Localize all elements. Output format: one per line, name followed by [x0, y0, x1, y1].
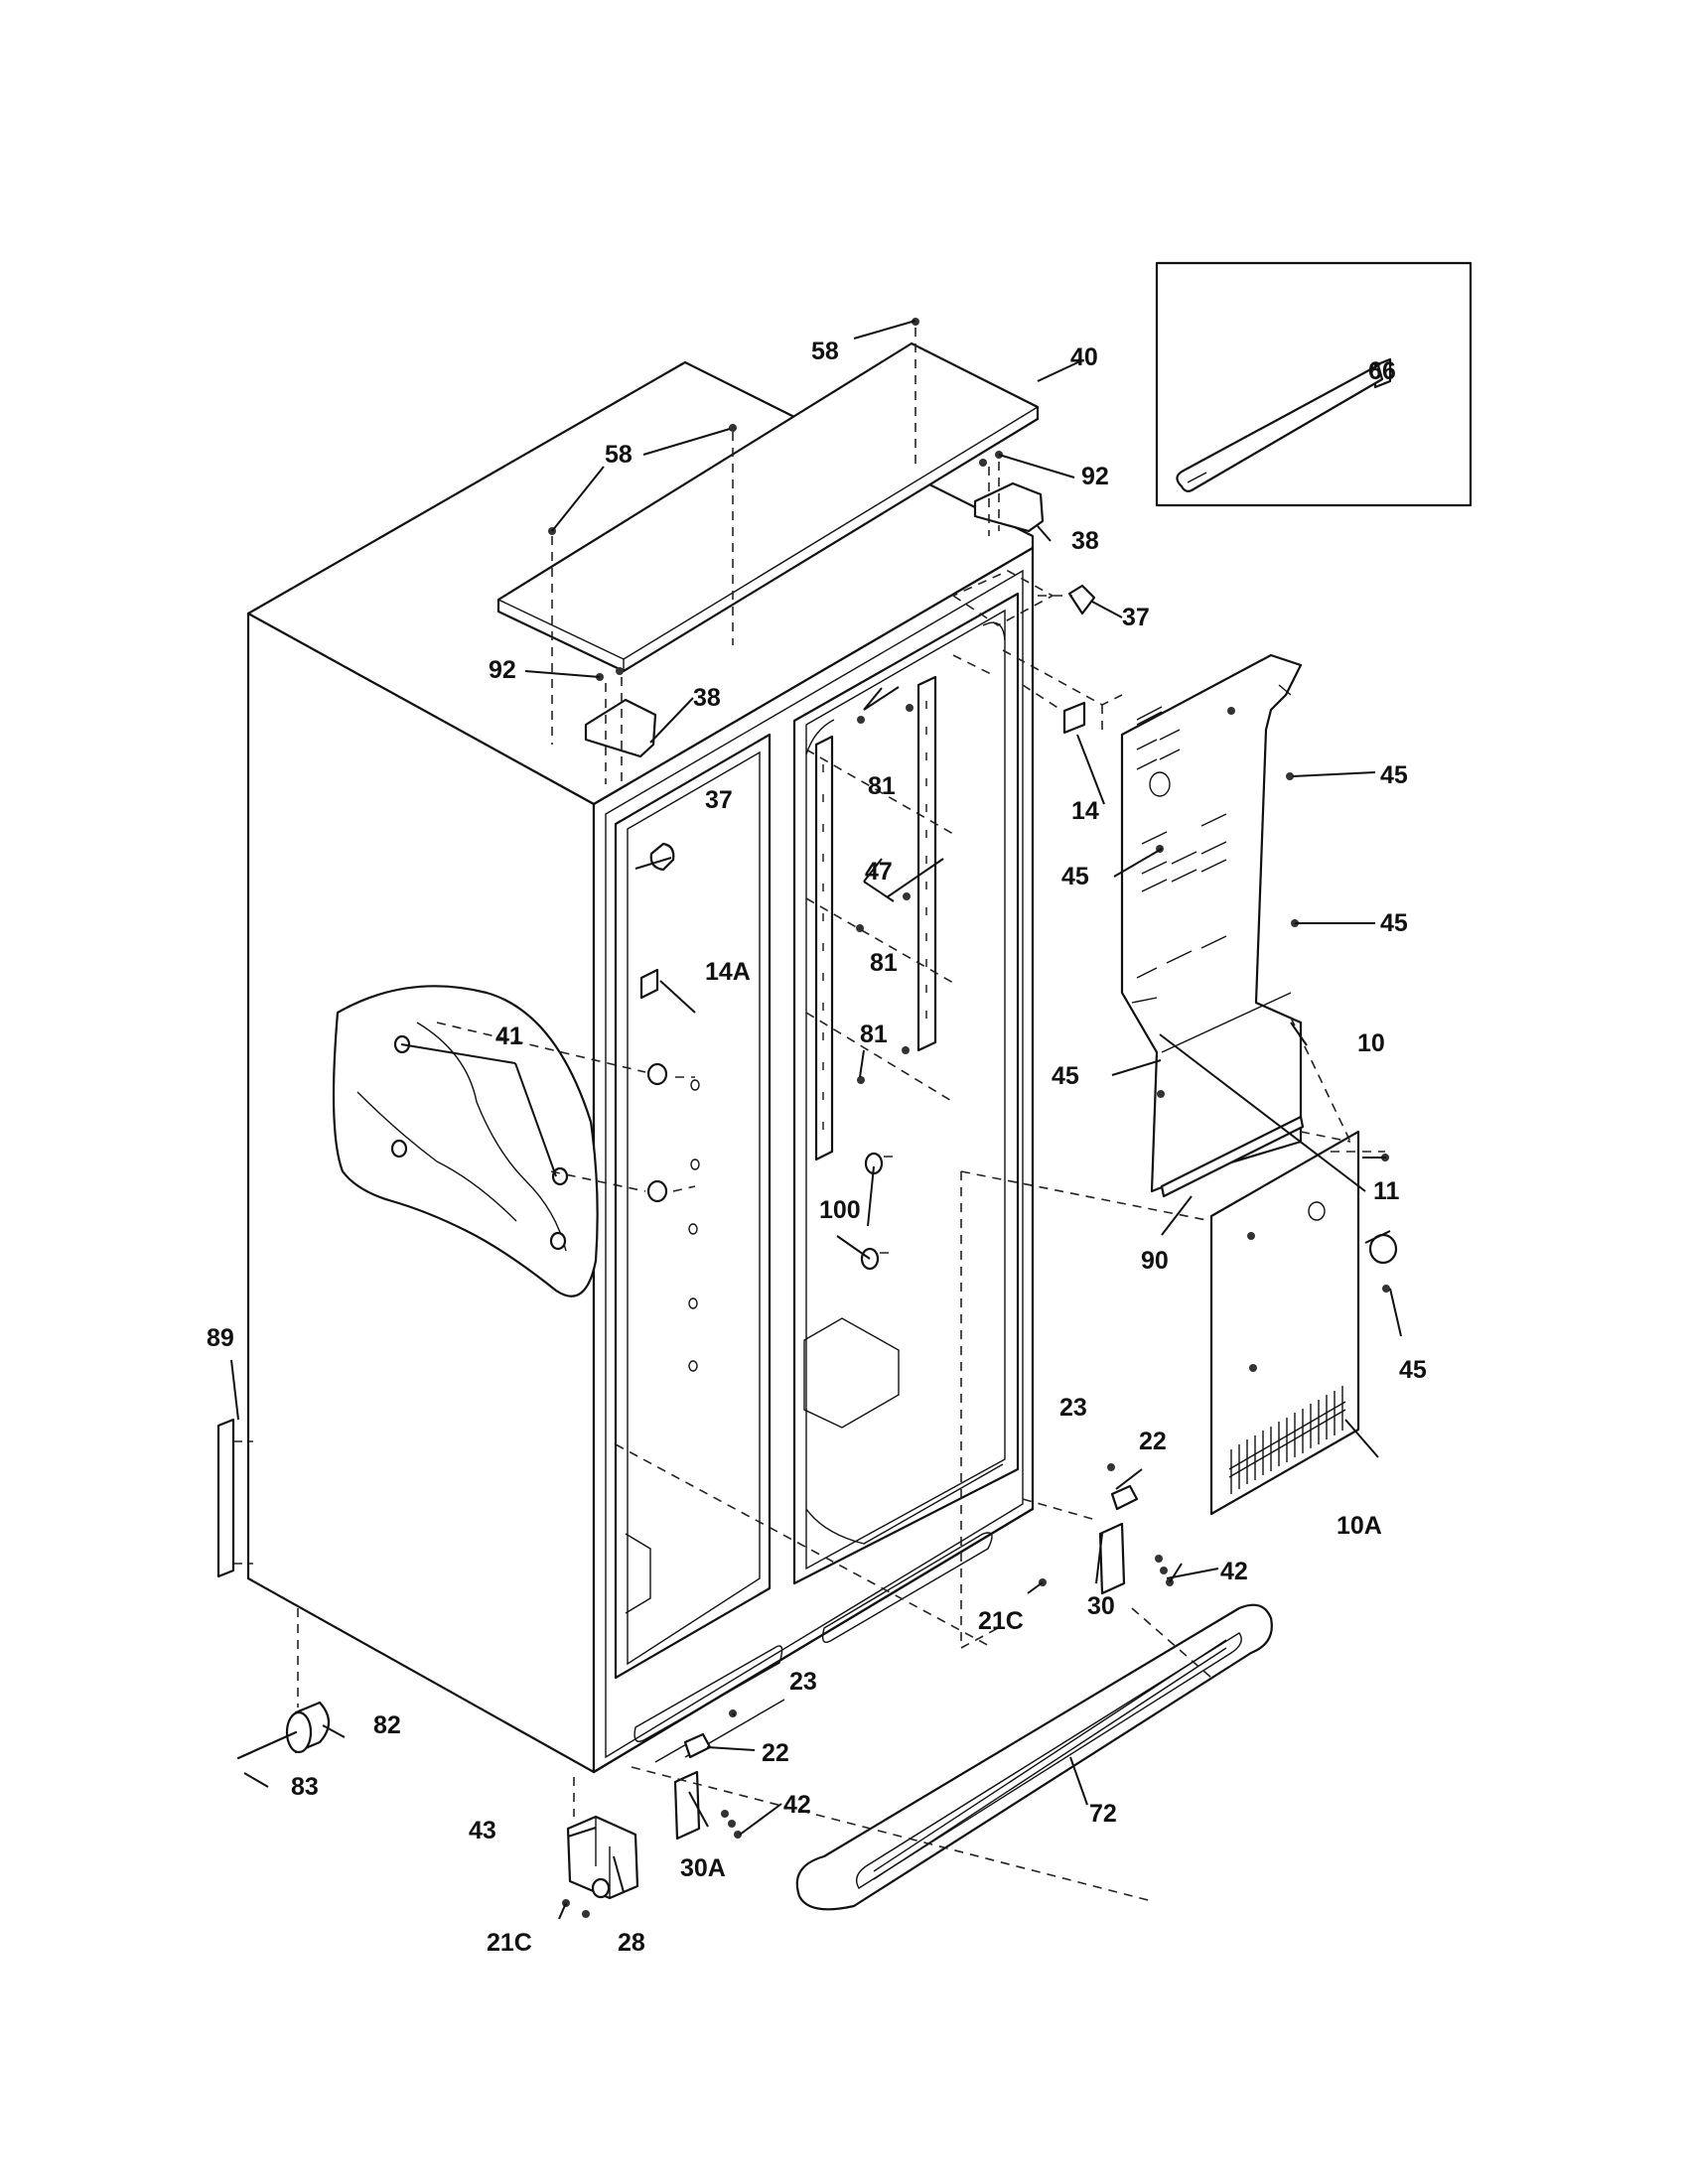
callout-40: 40 — [1070, 343, 1098, 371]
part-37-door-stop-top — [1067, 584, 1096, 615]
alignment-lines — [233, 328, 1385, 1902]
callout-92-right: 92 — [1081, 463, 1109, 490]
part-89-side-bracket — [216, 1418, 235, 1578]
part-66-shelf-support-rod — [1176, 357, 1392, 492]
callout-23-right: 23 — [1059, 1394, 1087, 1422]
callout-labels: 58 40 58 92 66 38 37 92 38 14 45 37 81 4… — [207, 338, 1427, 1957]
part-14-switch — [1062, 701, 1086, 735]
part-83-pin — [236, 1730, 298, 1760]
callout-14: 14 — [1071, 797, 1099, 825]
callout-47: 47 — [865, 858, 893, 886]
callout-89: 89 — [207, 1324, 234, 1352]
part-30a-lower-hinge-left — [673, 1770, 701, 1841]
callout-38-left: 38 — [693, 684, 721, 712]
leader-lines — [230, 320, 1402, 1920]
callout-66: 66 — [1368, 357, 1396, 385]
part-43-roller-bracket — [566, 1815, 639, 1900]
part-38-upper-hinge-left — [584, 698, 657, 758]
callout-58-top: 58 — [811, 338, 839, 365]
part-22-roller-cam-right — [1110, 1484, 1139, 1511]
part-90-support-bar — [1160, 1115, 1305, 1198]
part-10-rear-panel — [1120, 653, 1303, 1193]
callout-42-left: 42 — [783, 1791, 811, 1819]
callout-45-top: 45 — [1380, 761, 1408, 789]
cover-grille — [1230, 1386, 1343, 1494]
callout-14a: 14A — [705, 958, 751, 986]
callout-28: 28 — [618, 1929, 645, 1957]
part-28-roller-wheel — [591, 1877, 611, 1899]
part-30-lower-hinge-right — [1098, 1522, 1126, 1595]
callout-43: 43 — [469, 1817, 496, 1844]
callout-92-left: 92 — [489, 656, 516, 684]
callout-90: 90 — [1141, 1247, 1169, 1275]
callout-41: 41 — [495, 1023, 523, 1050]
callout-10a: 10A — [1336, 1512, 1382, 1540]
callout-30: 30 — [1087, 1592, 1115, 1620]
callout-72: 72 — [1089, 1800, 1117, 1828]
part-72-grille — [795, 1603, 1273, 1911]
callout-45-lower-mid: 45 — [1052, 1062, 1079, 1090]
callout-83: 83 — [291, 1773, 319, 1801]
callout-37-left: 37 — [705, 786, 733, 814]
callout-38-right: 38 — [1071, 527, 1099, 555]
callout-45-upper-mid: 45 — [1061, 863, 1089, 890]
callout-30a: 30A — [680, 1854, 726, 1882]
part-14a-switch — [639, 968, 659, 1000]
callout-37-right: 37 — [1122, 604, 1150, 631]
callout-100: 100 — [819, 1196, 861, 1224]
part-38-upper-hinge-right — [973, 481, 1045, 533]
part-40-top-cover — [496, 341, 1040, 673]
callout-81-mid: 81 — [870, 949, 898, 977]
inset-box — [1155, 261, 1473, 507]
part-41-fastener-lower — [646, 1179, 668, 1203]
callout-10: 10 — [1357, 1029, 1385, 1057]
callout-23-left: 23 — [789, 1668, 817, 1696]
part-41-baffle — [332, 985, 668, 1297]
callout-21c-left: 21C — [487, 1929, 532, 1957]
callout-21c-right: 21C — [978, 1607, 1024, 1635]
callout-45-bottom: 45 — [1399, 1356, 1427, 1384]
panel-vent-slots — [1136, 706, 1292, 1053]
part-22-roller-cam-left — [683, 1732, 712, 1759]
callout-22-right: 22 — [1139, 1428, 1167, 1455]
callout-42-right: 42 — [1220, 1558, 1248, 1585]
part-47-shelf-ladders — [814, 675, 937, 1161]
callout-82: 82 — [373, 1711, 401, 1739]
part-41-fastener-upper — [646, 1062, 668, 1086]
callout-81-low: 81 — [860, 1021, 888, 1048]
callout-81-top: 81 — [868, 772, 896, 800]
part-82-leveler-foot — [285, 1701, 331, 1754]
callout-11: 11 — [1373, 1177, 1400, 1205]
part-10a-machine-compartment-cover — [1209, 1130, 1360, 1516]
callout-58-left: 58 — [605, 441, 633, 469]
callout-22-left: 22 — [762, 1739, 789, 1767]
callout-45-mid: 45 — [1380, 909, 1408, 937]
freezer-liner-holes — [688, 1079, 700, 1372]
